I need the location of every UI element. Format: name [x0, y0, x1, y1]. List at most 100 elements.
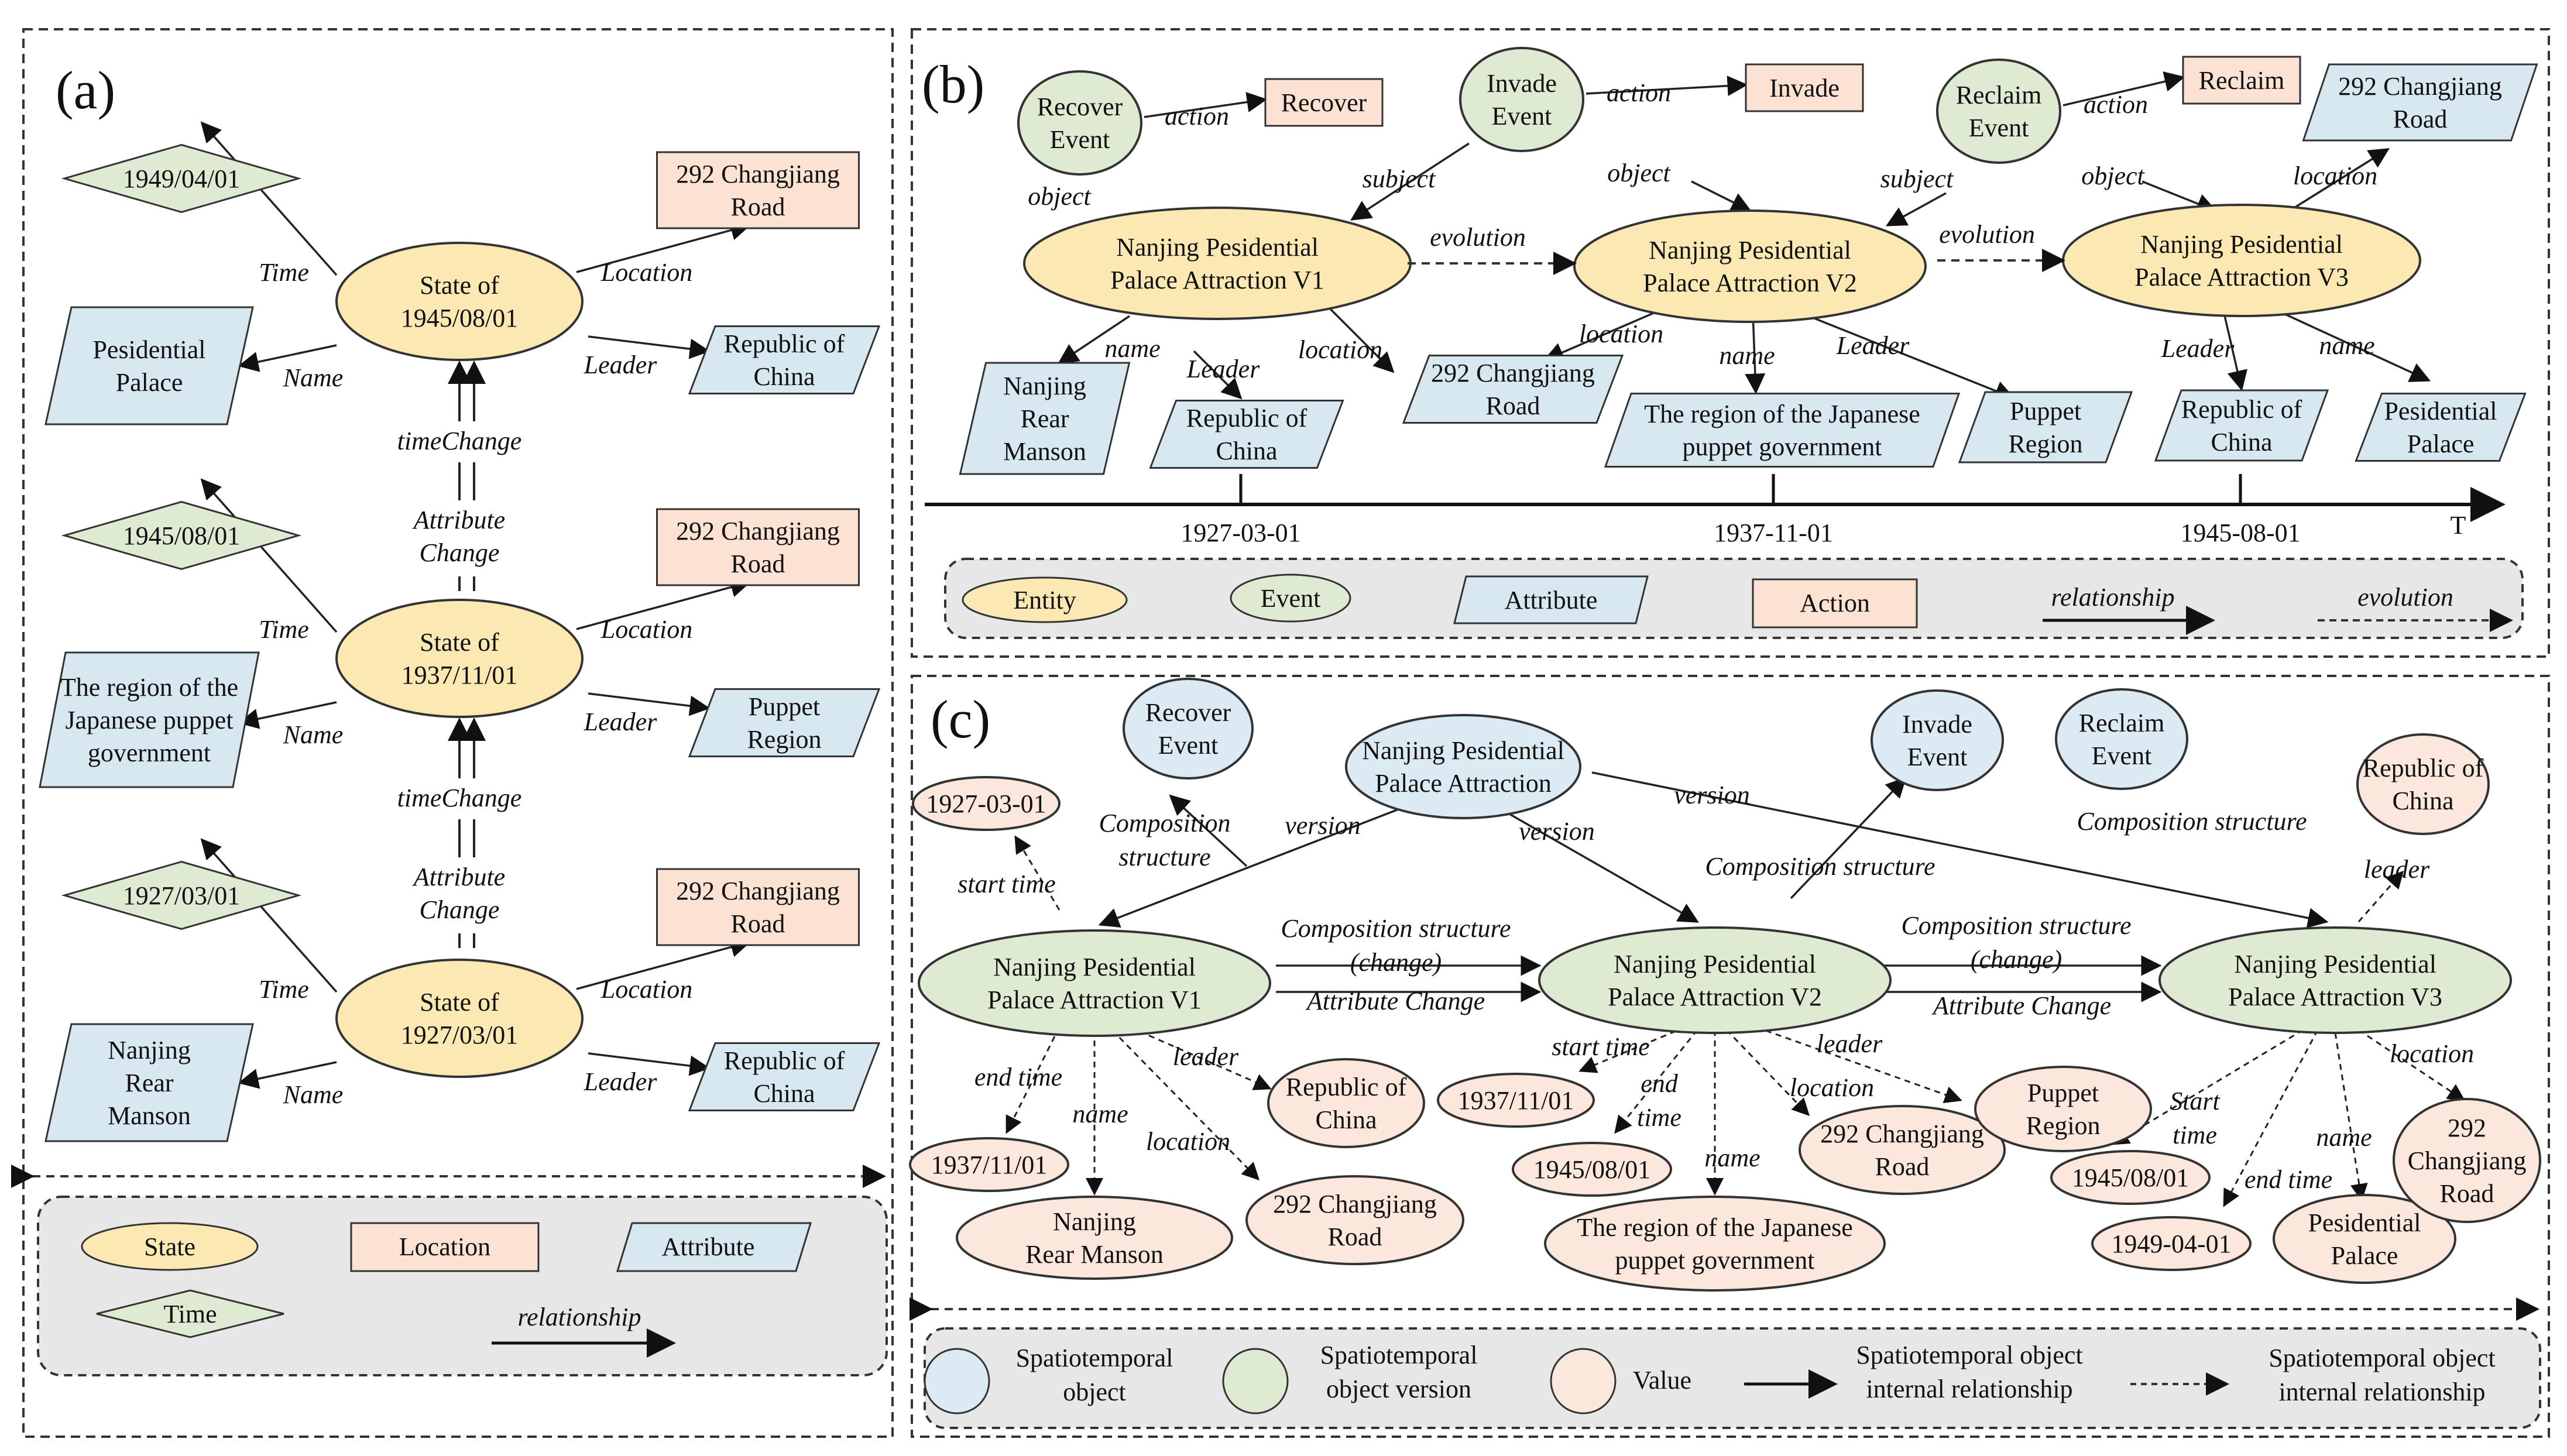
time-node-2-shape: [61, 500, 302, 571]
edge-label-version: version: [1674, 781, 1750, 809]
legend-b: [944, 558, 2524, 639]
leader-node-1-shape: [688, 325, 881, 394]
edge-label-name: name: [1719, 341, 1775, 370]
legend-location-shape: [350, 1222, 540, 1272]
event-node-2-shape: [1459, 47, 1584, 152]
leader-node-3-shape: [688, 1042, 881, 1111]
state-node-1-shape: [335, 242, 584, 361]
value-v2-end: 1945/08/01: [1512, 1142, 1672, 1197]
legend-event-label: Event: [1261, 584, 1321, 613]
edge-label-action: action: [2084, 90, 2148, 119]
legend-time-label: Time: [163, 1300, 217, 1328]
event-node-1-shape: [1017, 70, 1142, 176]
name-node-1-shape: [44, 306, 254, 425]
value-v2-start: 1937/11/01: [1437, 1073, 1595, 1128]
edge-label-start-time: start time: [958, 870, 1055, 898]
location-arrow: [576, 220, 751, 273]
version-arrow: [1498, 806, 1700, 923]
value-v3-location-shape: [2393, 1098, 2541, 1223]
value-v1-end-label: 1937/11/01: [931, 1151, 1048, 1179]
legend-relationship-label: relationship: [517, 1303, 641, 1331]
entity-v1-shape: [1023, 207, 1412, 320]
start-time-arrow: [1578, 1026, 1686, 1073]
name-node-2-shape: [39, 651, 260, 788]
leader-arrow: [1755, 1026, 1962, 1104]
panel-c-label: (c): [931, 689, 990, 749]
value-v3-end-shape: [2091, 1216, 2252, 1271]
location-node-2-shape: [656, 508, 860, 586]
location-arrow: [1111, 1029, 1260, 1181]
name-arrow: [238, 701, 337, 729]
leader-arrow: [1129, 1026, 1272, 1090]
event-node-3-shape: [1936, 59, 2061, 164]
time-node-1-shape: [61, 143, 302, 214]
name-arrow: [238, 344, 337, 372]
attr-v3-name-shape: [2355, 393, 2527, 462]
entity-v2-shape: [1573, 210, 1927, 323]
legend-state-shape: [81, 1222, 259, 1271]
value-v3-start: 1945/08/01: [2050, 1150, 2211, 1205]
value-v2-start-label: 1937/11/01: [1458, 1086, 1574, 1115]
value-v1-end: 1937/11/01: [909, 1137, 1069, 1192]
subject-arrow: [1885, 192, 1947, 226]
attr-v3-leader-shape: [2154, 389, 2329, 462]
edge-label-composition: Composition structure: [2077, 807, 2307, 836]
legend-entity-label: Entity: [1013, 586, 1076, 614]
attr-v2-leader-shape: [1958, 391, 2133, 463]
value-v3-end: 1949-04-01: [2091, 1216, 2252, 1271]
edge-label-time: Time: [259, 258, 309, 287]
leader-arrow: [1193, 350, 1243, 400]
leader-arrow: [588, 335, 711, 359]
edge-label-composition-change: Composition structure(change): [1901, 911, 2131, 974]
edge-label-evolution-2: evolution: [1939, 220, 2035, 249]
leader-arrow: [588, 1052, 711, 1076]
timeline-tick-1: 1927-03-01: [1180, 518, 1300, 547]
action-node-2-shape: [1745, 63, 1864, 112]
subject-arrow: [1350, 142, 1470, 221]
value-v3-end-label: 1949-04-01: [2111, 1230, 2231, 1258]
time-node-1-label: 1949/04/01: [123, 164, 240, 193]
edge-label-leader: Leader: [584, 708, 658, 736]
edge-label-location: location: [1298, 335, 1382, 364]
edge-label-leader: leader: [1173, 1042, 1239, 1071]
legend-action-shape: [1752, 578, 1918, 629]
edge-label-object: object: [1028, 182, 1092, 211]
value-v1-end-shape: [909, 1137, 1069, 1192]
legend-st-object-shape: [924, 1348, 990, 1414]
